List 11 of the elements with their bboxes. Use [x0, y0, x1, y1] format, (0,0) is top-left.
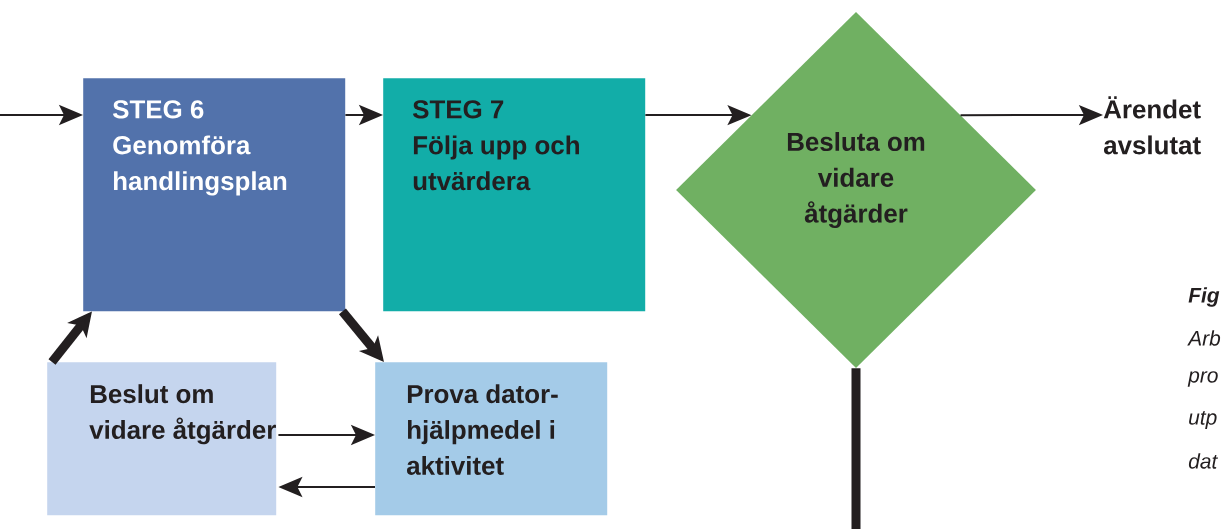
caption-text: utp — [1189, 411, 1217, 429]
caption-text: Arb — [1187, 330, 1221, 346]
process-box: Beslut om vidare åtgärder — [47, 362, 277, 516]
connector-line — [851, 368, 861, 529]
end-text: Ärendet avslutat — [1103, 96, 1201, 155]
caption-text: Fig — [1188, 287, 1220, 307]
process-box: Prova dator-hjälpmedel i aktivitet — [375, 362, 608, 516]
step-box: STEG 7 Följa upp och utvärdera — [383, 78, 646, 312]
caption-text: dat — [1188, 453, 1218, 469]
caption-text: pro — [1187, 371, 1218, 387]
step-box: STEG 6 Genomföra handlingsplan — [83, 78, 346, 312]
